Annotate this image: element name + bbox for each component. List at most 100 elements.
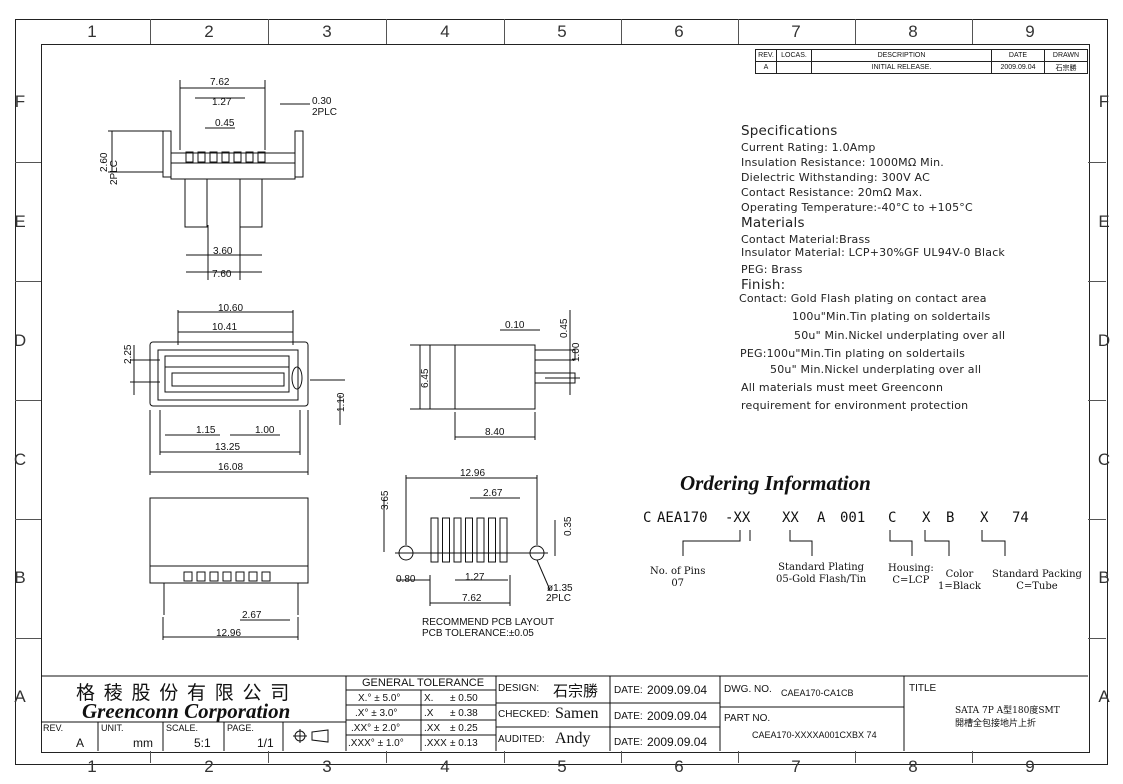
tolerance-class: .XXX (424, 738, 447, 749)
title-label: TITLE (909, 683, 937, 694)
dim-label: 0.30 (312, 96, 332, 107)
description-value: INITIAL RELEASE. (811, 61, 992, 74)
zone-row-label: A (1098, 687, 1110, 706)
order-code-part: XX (782, 510, 799, 526)
zone-column-label: 7 (791, 22, 801, 41)
zone-row-label: A (14, 687, 26, 706)
zone-divider (1088, 638, 1106, 639)
finish-line: requirement for environment protection (741, 399, 969, 412)
tolerance-class: .XX (424, 723, 441, 734)
zone-column-label: 1 (87, 757, 97, 776)
checked-value: Samen (555, 705, 599, 722)
tolerance-angle: .XX° ± 2.0° (351, 723, 401, 734)
zone-column-label: 5 (557, 22, 567, 41)
rev-value: A (76, 736, 85, 750)
dim-label: 3.65 (380, 490, 391, 510)
date-label: DATE: (614, 711, 643, 722)
contact-pin (222, 571, 232, 582)
zone-divider (15, 400, 41, 401)
zone-row-label: D (1097, 331, 1111, 350)
zone-row-label: E (14, 212, 26, 231)
zone-divider (1088, 281, 1106, 282)
order-code-part: B (946, 510, 955, 526)
unit-value: mm (133, 736, 153, 750)
zone-row-label: C (1097, 450, 1111, 469)
zone-divider (504, 751, 505, 763)
dim-label: 0.35 (563, 516, 574, 536)
zone-row-label: C (13, 450, 27, 469)
material-line: PEG: Brass (741, 263, 803, 276)
outer-border (15, 19, 1108, 765)
date-value: 2009.09.04 (647, 735, 708, 749)
zone-column-label: 5 (557, 757, 567, 776)
zone-divider (972, 751, 973, 763)
design-value: 石宗勝 (553, 684, 599, 700)
date-value: 2009.09.04 (647, 683, 708, 697)
dim-label: 7.60 (212, 269, 232, 280)
zone-column-label: 6 (674, 22, 684, 41)
zone-divider (150, 19, 151, 44)
zone-column-label: 3 (322, 22, 332, 41)
date-label: DATE: (614, 737, 643, 748)
scale-value: 5:1 (194, 736, 211, 750)
ordering-label-packing: Standard Packing C=Tube (992, 569, 1082, 592)
dim-label: 6.45 (420, 368, 431, 388)
order-code-part: 74 (1012, 510, 1029, 526)
pcb-pad (453, 517, 462, 563)
date-value: 2009.09.04 (647, 709, 708, 723)
part-value: CAEA170-XXXXA001CXBX 74 (752, 730, 877, 740)
ordering-label-color: Color 1=Black (938, 569, 981, 592)
dim-label: 0.45 (215, 118, 235, 129)
zone-column-label: 3 (322, 757, 332, 776)
ordering-title: Ordering Information (680, 471, 871, 495)
date-label: DATE: (614, 685, 643, 696)
rev-label: REV. (43, 723, 64, 733)
zone-column-label: 4 (440, 757, 450, 776)
zone-row-label: B (1098, 568, 1110, 587)
order-code-part: C (643, 510, 652, 526)
order-code-part: -XX (725, 510, 751, 526)
order-code-part: C (888, 510, 897, 526)
tolerance-angle: .XXX° ± 1.0° (348, 738, 404, 749)
zone-divider (15, 519, 41, 520)
tolerance-title: GENERAL TOLERANCE (362, 677, 485, 689)
finish-line: 100u"Min.Tin plating on soldertails (792, 310, 991, 323)
page-value: 1/1 (257, 736, 274, 750)
order-code-part: 001 (840, 510, 866, 526)
zone-divider (621, 19, 622, 44)
contact-pin (209, 151, 218, 163)
finish-heading: Finish: (741, 277, 786, 293)
zone-row-label: F (14, 92, 26, 111)
tolerance-angle: X.° ± 5.0° (358, 693, 401, 704)
zone-column-label: 1 (87, 22, 97, 41)
dim-label: ø1.35 (547, 583, 573, 594)
inner-border (41, 44, 1090, 753)
zone-divider (738, 19, 739, 44)
design-label: DESIGN: (498, 683, 540, 694)
zone-divider (386, 751, 387, 763)
zone-divider (738, 751, 739, 763)
audited-value: Andy (555, 730, 591, 747)
ordering-label-housing: Housing: C=LCP (888, 563, 934, 586)
zone-row-label: E (1098, 212, 1110, 231)
contact-pin (196, 571, 206, 582)
zone-divider (268, 19, 269, 44)
dim-label: 8.40 (485, 427, 505, 438)
contact-pin (185, 151, 194, 163)
dwg-value: CAEA170-CA1CB (781, 688, 854, 698)
company-name-cn: 格 稜 股 份 有 限 公 司 (76, 683, 292, 704)
pcb-note: RECOMMEND PCB LAYOUT (422, 617, 554, 628)
dim-label: 1.15 (196, 425, 216, 436)
spec-line: Dielectric Withstanding: 300V AC (741, 171, 930, 184)
zone-row-label: D (13, 331, 27, 350)
contact-pin (221, 151, 230, 163)
tolerance-angle: .X° ± 3.0° (355, 708, 398, 719)
drawn-value: 石宗勝 (1044, 61, 1088, 74)
finish-line: 50u" Min.Nickel underplating over all (794, 329, 1006, 342)
dim-label: 2.67 (242, 610, 262, 621)
zone-divider (972, 19, 973, 44)
zone-divider (15, 281, 41, 282)
zone-column-label: 7 (791, 757, 801, 776)
